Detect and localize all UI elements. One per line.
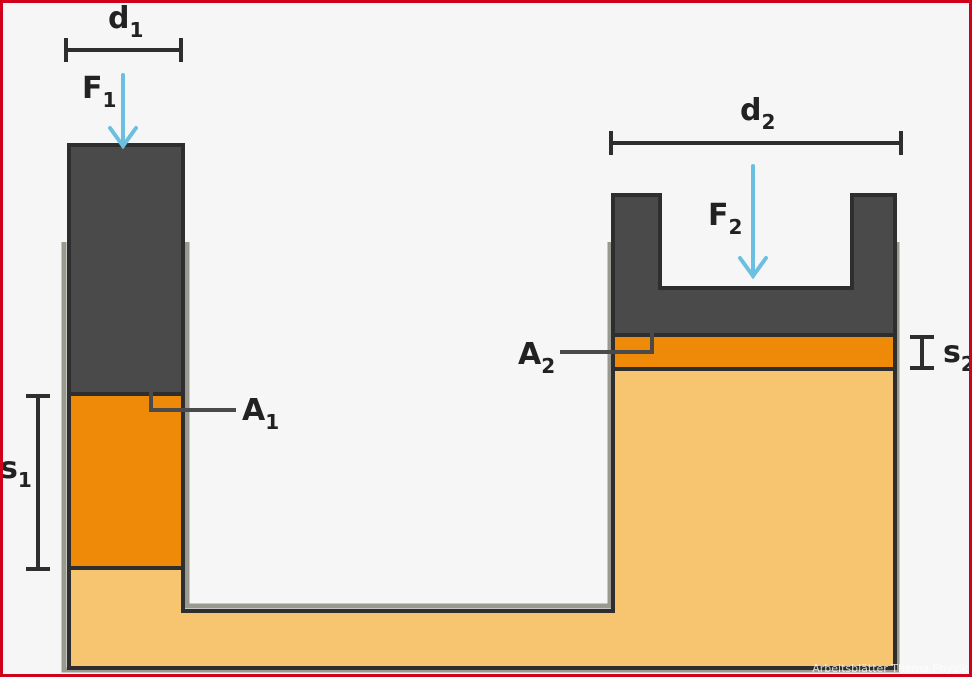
label-f1: F1: [82, 71, 116, 112]
label-f2: F2: [708, 198, 742, 239]
displaced-volume-left: [67, 392, 185, 570]
dimension-d2: [609, 131, 903, 155]
force-arrow-f2: [738, 164, 768, 280]
force-arrow-f1: [108, 73, 138, 150]
diagram-canvas: d1 F1 A1 s1 d2: [3, 3, 969, 674]
dimension-d1: [64, 38, 183, 62]
dimension-s2: [910, 335, 934, 370]
dimension-s1: [26, 394, 50, 571]
piston-right: [611, 193, 897, 337]
label-s1: s1: [3, 451, 32, 492]
displaced-volume-right: [611, 333, 897, 371]
leader-a1: [149, 390, 236, 412]
watermark: Arbeitsblätter Thema Physik: [812, 662, 968, 674]
hydraulic-fluid: [67, 367, 897, 670]
label-a1: A1: [242, 393, 279, 434]
leader-a2: [560, 330, 654, 354]
label-s2: s2: [943, 335, 969, 376]
label-a2: A2: [518, 337, 555, 378]
label-d1: d1: [108, 3, 143, 42]
piston-left: [67, 143, 185, 396]
label-d2: d2: [740, 93, 775, 134]
